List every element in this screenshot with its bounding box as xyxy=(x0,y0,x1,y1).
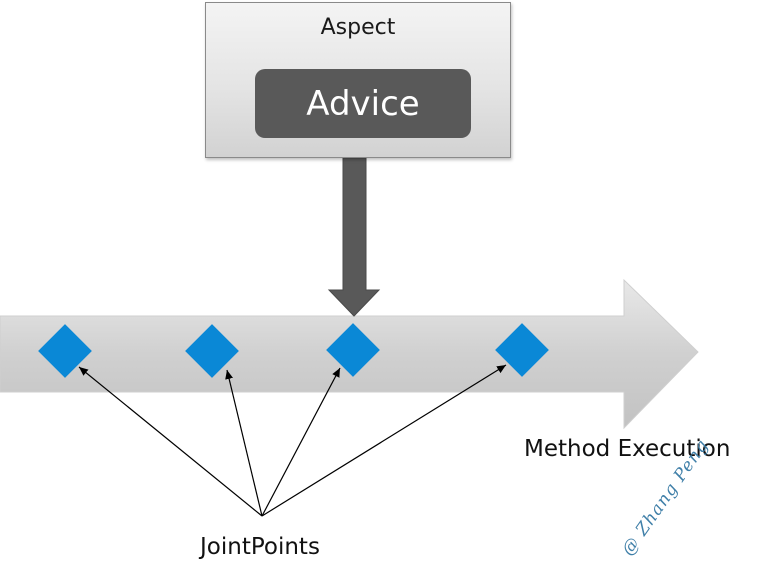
joinpoint-diamond xyxy=(38,324,92,378)
joinpoint-pointer xyxy=(261,367,341,517)
joinpoint-diamond xyxy=(185,324,239,378)
method-execution-label: Method Execution xyxy=(524,436,731,462)
advice-label: Advice xyxy=(306,83,420,124)
joinpoint-pointer xyxy=(261,364,507,517)
joinpoint-pointer xyxy=(78,366,263,517)
joinpoint-pointer xyxy=(225,369,263,517)
joinpoint-diamond xyxy=(326,323,380,377)
aspect-box: Aspect Advice xyxy=(205,2,511,158)
joinpoints-label: JointPoints xyxy=(200,534,320,560)
advice-down-arrow xyxy=(327,157,381,317)
advice-box: Advice xyxy=(255,69,471,138)
aspect-title: Aspect xyxy=(320,15,396,40)
